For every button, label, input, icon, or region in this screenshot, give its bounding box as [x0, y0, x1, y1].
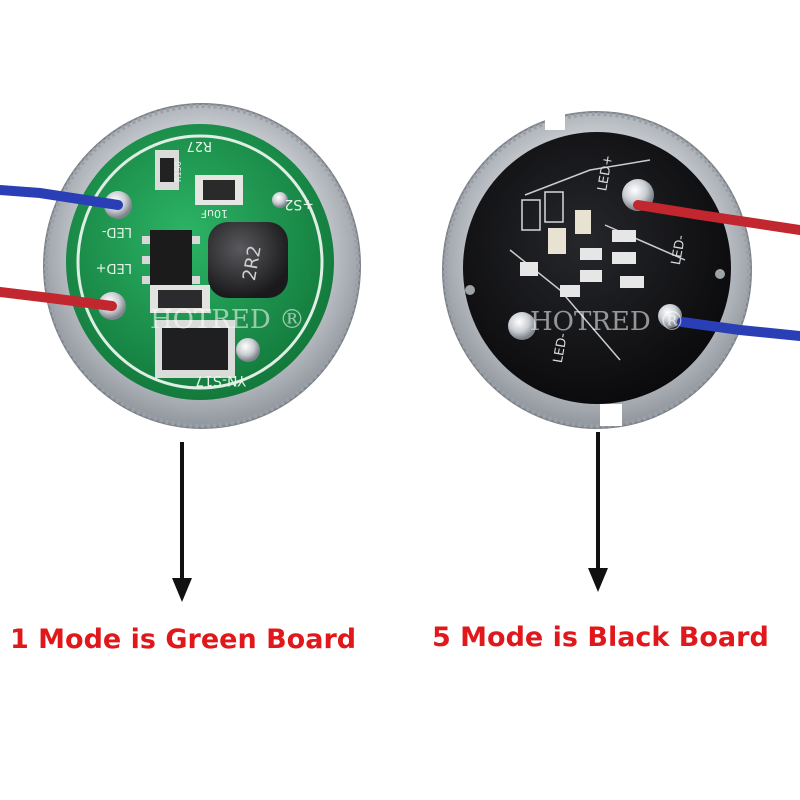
black-board-label-led-plus: LED+	[595, 154, 616, 192]
green-board-chip-pin	[142, 256, 150, 264]
black-board-resistor-outline	[521, 199, 541, 231]
green-board-red-wire	[0, 287, 117, 311]
black-board-resistor	[575, 210, 591, 234]
black-board-wires	[633, 200, 800, 341]
black-board-resistors	[520, 191, 644, 297]
black-board-trace	[524, 159, 651, 196]
green-board-label-led-minus: LED-	[102, 224, 132, 239]
arrow-right-head	[588, 568, 608, 592]
green-board-wires	[0, 185, 123, 311]
black-board-notch	[600, 404, 622, 426]
green-board-solder-pad	[236, 338, 260, 362]
black-board-resistor	[620, 276, 644, 288]
black-board-mount-hole	[715, 269, 725, 279]
green-board-label-led-plus: LED+	[96, 260, 132, 275]
green-board-capacitor-body	[203, 180, 235, 200]
black-board-serrated-edge	[443, 112, 751, 428]
black-board-blue-wire	[677, 317, 800, 341]
black-board-label-led-minus-right: LED-	[669, 234, 689, 267]
black-board-red-wire	[633, 200, 800, 235]
green-board-blue-wire	[0, 185, 123, 210]
black-board-notch	[545, 108, 565, 130]
green-board-chip-pin	[192, 276, 200, 284]
black-board-resistor	[612, 230, 636, 242]
arrow-left-head	[172, 578, 192, 602]
black-board-resistor	[580, 248, 602, 260]
black-board-resistor	[548, 228, 566, 254]
black-board-mount-hole	[465, 285, 475, 295]
caption-black-board: 5 Mode is Black Board	[432, 622, 769, 653]
watermark-left: HOTRED ®	[150, 305, 305, 335]
black-board-resistor	[560, 285, 580, 297]
black-board-pcb	[463, 132, 731, 404]
black-board-resistor-outline	[544, 191, 564, 223]
green-board-resistor-body	[160, 158, 174, 182]
black-board-resistor	[520, 262, 538, 276]
green-board-label-r150: R150	[174, 161, 183, 182]
black-board: LED+ LED- LED-	[442, 108, 752, 429]
green-board-solder-pad	[272, 192, 288, 208]
green-board-serrated-edge	[44, 104, 360, 428]
arrow-left	[172, 442, 192, 602]
green-board-label-10uf: 10uF	[201, 207, 228, 220]
green-board-silkscreen-ring	[76, 134, 324, 390]
green-board-chip-pin	[142, 276, 150, 284]
green-board-mosfet-body	[162, 328, 228, 370]
arrow-right	[588, 432, 608, 592]
green-board-chip	[150, 230, 192, 290]
black-board-solder-pad	[658, 304, 682, 328]
caption-green-board: 1 Mode is Green Board	[10, 624, 357, 655]
watermark-right: HOTRED ®	[530, 307, 685, 337]
green-board: 2R2 R27 LED- LED+ +S2 10uF R150 YN-S17	[43, 103, 361, 429]
black-board-resistor	[612, 252, 636, 264]
black-board-label-led-minus-bottom: LED-	[551, 332, 571, 365]
black-board-solder-pad	[508, 312, 536, 340]
green-board-pcb	[66, 124, 334, 400]
green-board-label-s2: +S2	[284, 196, 314, 212]
green-board-chip-pin	[192, 236, 200, 244]
green-board-label-r27: R27	[186, 138, 212, 153]
black-board-resistor	[580, 270, 602, 282]
green-board-label-yn-s17: YN-S17	[195, 372, 247, 388]
green-board-inductor	[208, 222, 288, 298]
green-board-small-cap-body	[158, 290, 202, 308]
green-board-chip-pin	[142, 236, 150, 244]
